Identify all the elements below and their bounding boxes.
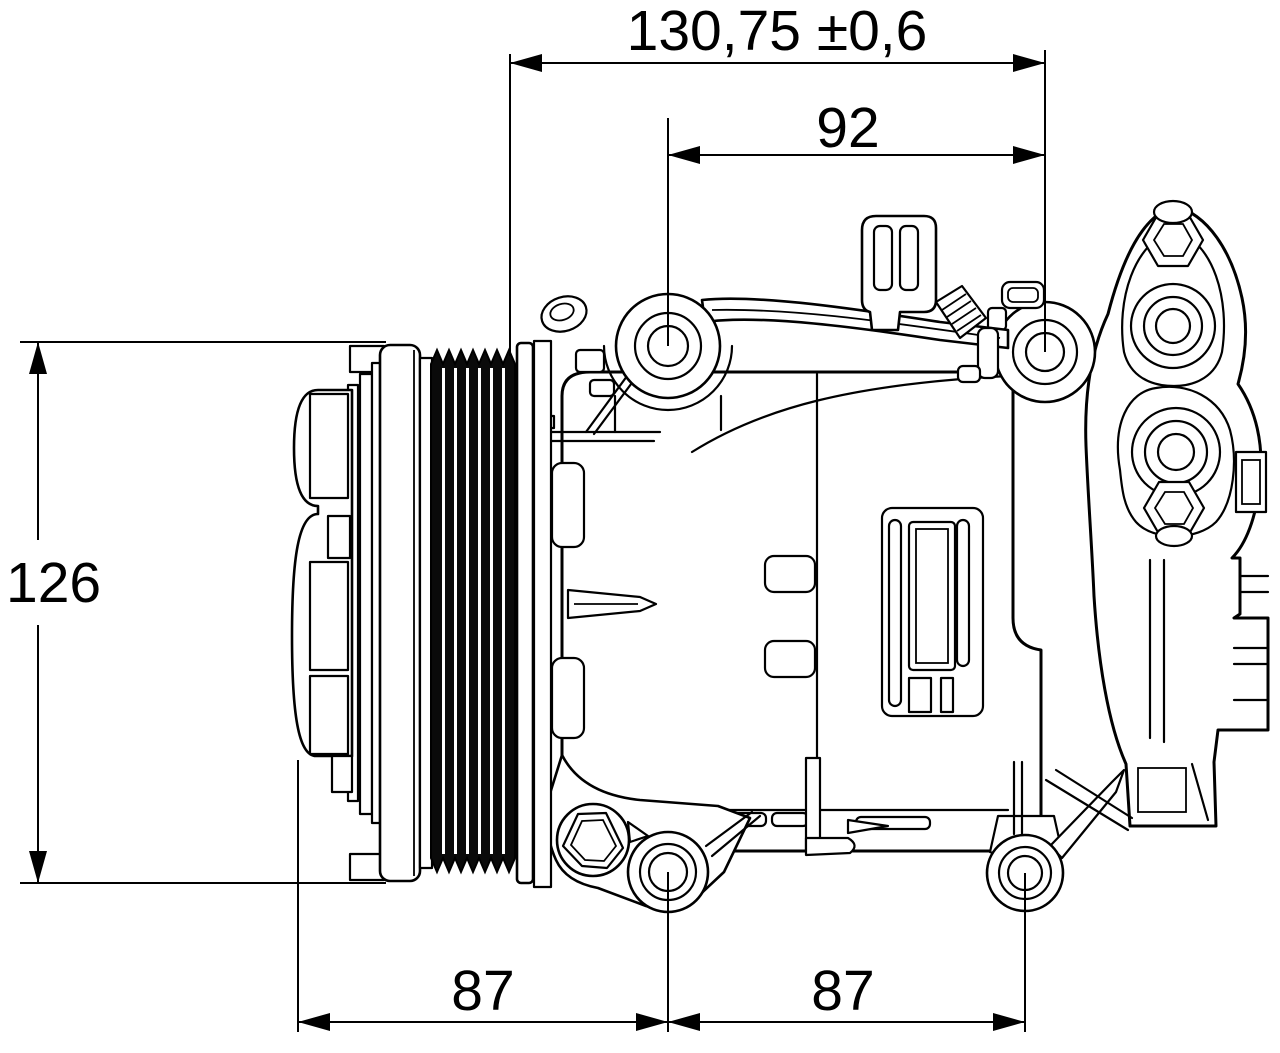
dimension-overall-length: 130,75 ±0,6 — [509, 0, 1046, 356]
dimension-rear-span: 87 — [668, 873, 1026, 1032]
support-arm — [700, 297, 1010, 384]
dimension-rear-length: 92 — [667, 96, 1045, 346]
clutch-front-plate — [290, 388, 354, 794]
pulley-ribs — [430, 347, 516, 875]
upper-hex-bolt — [1141, 199, 1205, 268]
dimensions: 130,75 ±0,6 92 126 87 — [6, 0, 1046, 1032]
bracket-tab-upper — [1234, 450, 1268, 514]
pulley-rear-flange — [515, 341, 535, 885]
clutch-disc-strip — [358, 372, 374, 816]
dim-label-overall-length: 130,75 ±0,6 — [627, 0, 928, 63]
lower-port-boss — [1116, 385, 1235, 548]
compressor-drawing — [290, 199, 1270, 914]
label-plate — [880, 506, 985, 718]
upper-port-boss — [1121, 199, 1226, 388]
dim-label-rear-length: 92 — [816, 96, 879, 160]
dim-label-front-span: 87 — [451, 959, 514, 1023]
electrical-connector — [860, 214, 988, 340]
seam-post-foot — [804, 836, 856, 857]
dim-label-rear-span: 87 — [811, 959, 874, 1023]
dimension-height: 126 — [6, 341, 386, 884]
rear-bottom-lug — [985, 760, 1126, 913]
pointed-tail — [846, 818, 890, 835]
connector-bellows — [934, 284, 988, 340]
seam-tab-upper — [763, 554, 817, 594]
dimension-front-span: 87 — [297, 760, 669, 1032]
bracket-foot — [1137, 767, 1187, 813]
front-mount-plate — [532, 339, 553, 889]
rear-head-bracket — [1044, 199, 1270, 832]
dim-label-height: 126 — [6, 551, 101, 615]
hex-fitting — [555, 802, 631, 878]
lower-hex-bolt — [1142, 480, 1206, 548]
seam-post — [804, 756, 822, 852]
seam-tab-lower — [763, 639, 817, 679]
